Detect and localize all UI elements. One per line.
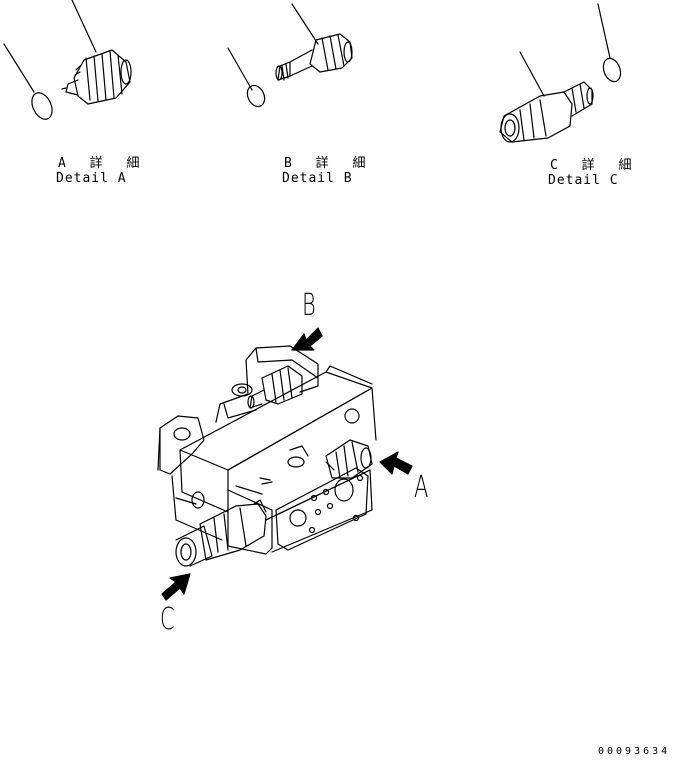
detail-c-title-en: Detail C (548, 173, 619, 188)
callout-c: C (160, 602, 175, 637)
callout-b: B (302, 288, 316, 323)
detail-a-part (3, 0, 132, 120)
detail-c-title-jp: C 詳 細 (550, 158, 640, 173)
detail-c-part (499, 3, 622, 143)
detail-b-title-jp: B 詳 細 (284, 156, 374, 171)
arrow-a (379, 451, 413, 475)
drawing-number: 00093634 (598, 746, 671, 757)
detail-a-title-en: Detail A (56, 171, 127, 186)
arrow-c (161, 573, 191, 601)
detail-a-title-jp: A 詳 細 (58, 156, 148, 171)
control-valve-assembly (157, 345, 377, 567)
arrow-b (291, 327, 323, 351)
detail-b-part (227, 3, 353, 108)
detail-b-title-en: Detail B (282, 171, 353, 186)
callout-a: A (414, 470, 429, 505)
